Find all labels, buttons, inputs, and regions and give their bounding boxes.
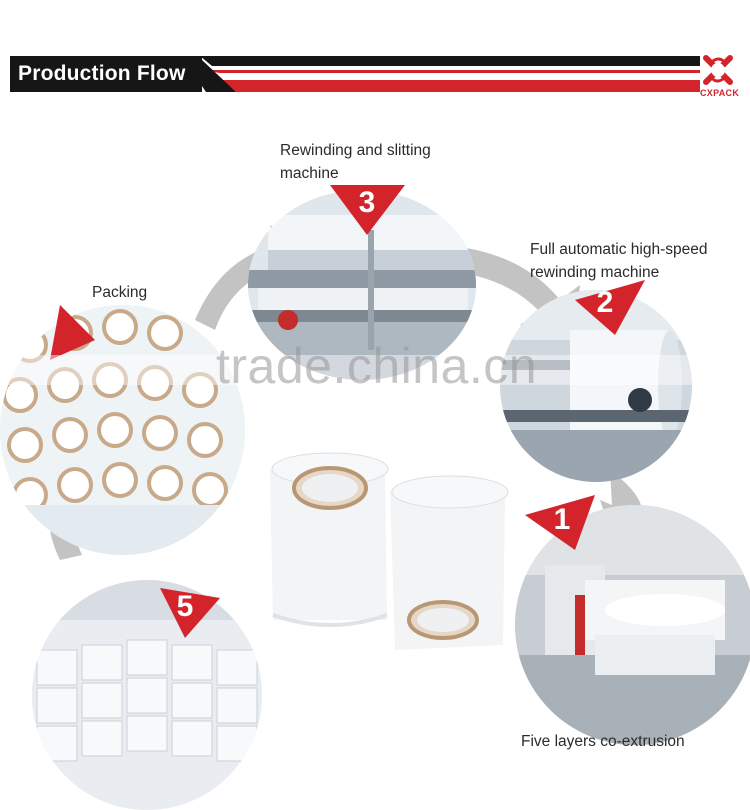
watermark-band xyxy=(0,355,750,385)
step-4-label: Packing xyxy=(92,284,148,301)
photo-warehouse xyxy=(32,580,262,810)
step-2-label-line1: Full automatic high-speed xyxy=(530,241,708,258)
step-4-badge xyxy=(50,305,95,360)
photo-high-speed-rewinding-machine xyxy=(500,290,692,482)
step-2-label: Full automatic high-speed rewinding mach… xyxy=(530,238,708,284)
step-3-badge xyxy=(330,185,405,235)
step-5-number: 5 xyxy=(176,590,194,623)
roll-ends-illustration xyxy=(0,305,245,555)
step-2-label-line2: rewinding machine xyxy=(530,264,660,281)
banner-stripes xyxy=(198,56,700,92)
step-3-label-line2: machine xyxy=(280,165,339,182)
watermark: trade.china.cn xyxy=(216,338,538,394)
step-1-badge xyxy=(525,495,595,550)
step-5-badge xyxy=(160,588,220,638)
step-1-number: 1 xyxy=(553,503,571,536)
logo-text: CXPACK xyxy=(700,88,740,98)
product-rolls-image xyxy=(270,452,509,650)
step-1-label: Five layers co-extrusion xyxy=(521,733,685,750)
step-2-number: 2 xyxy=(596,286,614,319)
step-2-badge xyxy=(575,280,645,335)
step-3-number: 3 xyxy=(358,186,376,219)
page-title: Production Flow xyxy=(10,56,202,92)
cxpack-logo-icon xyxy=(703,55,733,85)
photo-co-extrusion-line xyxy=(515,505,750,745)
step-3-label-line1: Rewinding and slitting xyxy=(280,142,431,159)
step-3-label: Rewinding and slitting machine xyxy=(280,139,431,185)
photo-packing xyxy=(0,305,245,555)
